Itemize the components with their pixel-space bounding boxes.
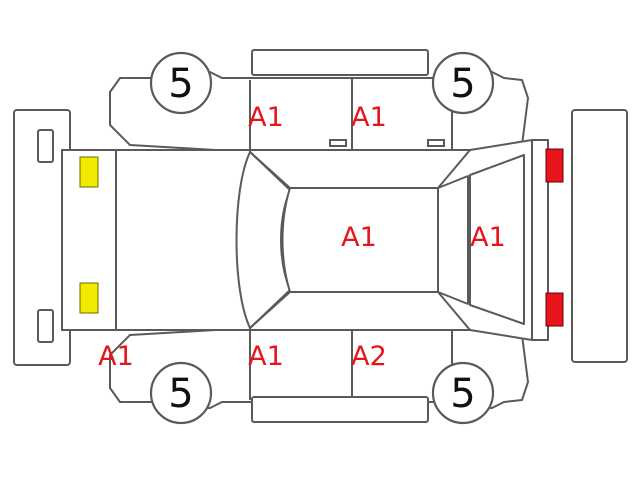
taillight-bottom	[545, 292, 564, 327]
roof	[281, 187, 439, 293]
code-front-bumper-lower: A1	[98, 341, 134, 372]
wheel-front-left-label: 5	[168, 61, 193, 107]
front-bumper-slot-top	[37, 129, 54, 163]
code-upper-rear-door: A1	[351, 102, 387, 133]
rocker-panel-top	[251, 49, 429, 76]
hood	[115, 149, 251, 331]
code-lower-front-door: A1	[248, 341, 284, 372]
wheel-rear-left: 5	[149, 361, 213, 425]
wheel-front-right: 5	[431, 51, 495, 115]
rear-bumper	[571, 109, 628, 363]
rocker-panel-bottom	[251, 396, 429, 423]
wheel-rear-left-label: 5	[450, 61, 475, 107]
code-upper-front-door: A1	[248, 102, 284, 133]
taillight-top	[545, 148, 564, 183]
code-rear-glass: A1	[470, 222, 506, 253]
headlight-top	[79, 156, 99, 188]
wheel-rear-right: 5	[431, 361, 495, 425]
code-roof: A1	[341, 222, 377, 253]
rear-glass	[469, 154, 525, 325]
front-bumper-slot-bottom	[37, 309, 54, 343]
rear-liftgate	[437, 175, 469, 305]
headlight-bottom	[79, 282, 99, 314]
code-lower-rear-door: A2	[351, 341, 387, 372]
wheel-front-left: 5	[149, 51, 213, 115]
rear-panel	[531, 139, 549, 341]
wheel-rear-right-label: 5	[450, 371, 475, 417]
wheel-front-right-label: 5	[168, 371, 193, 417]
